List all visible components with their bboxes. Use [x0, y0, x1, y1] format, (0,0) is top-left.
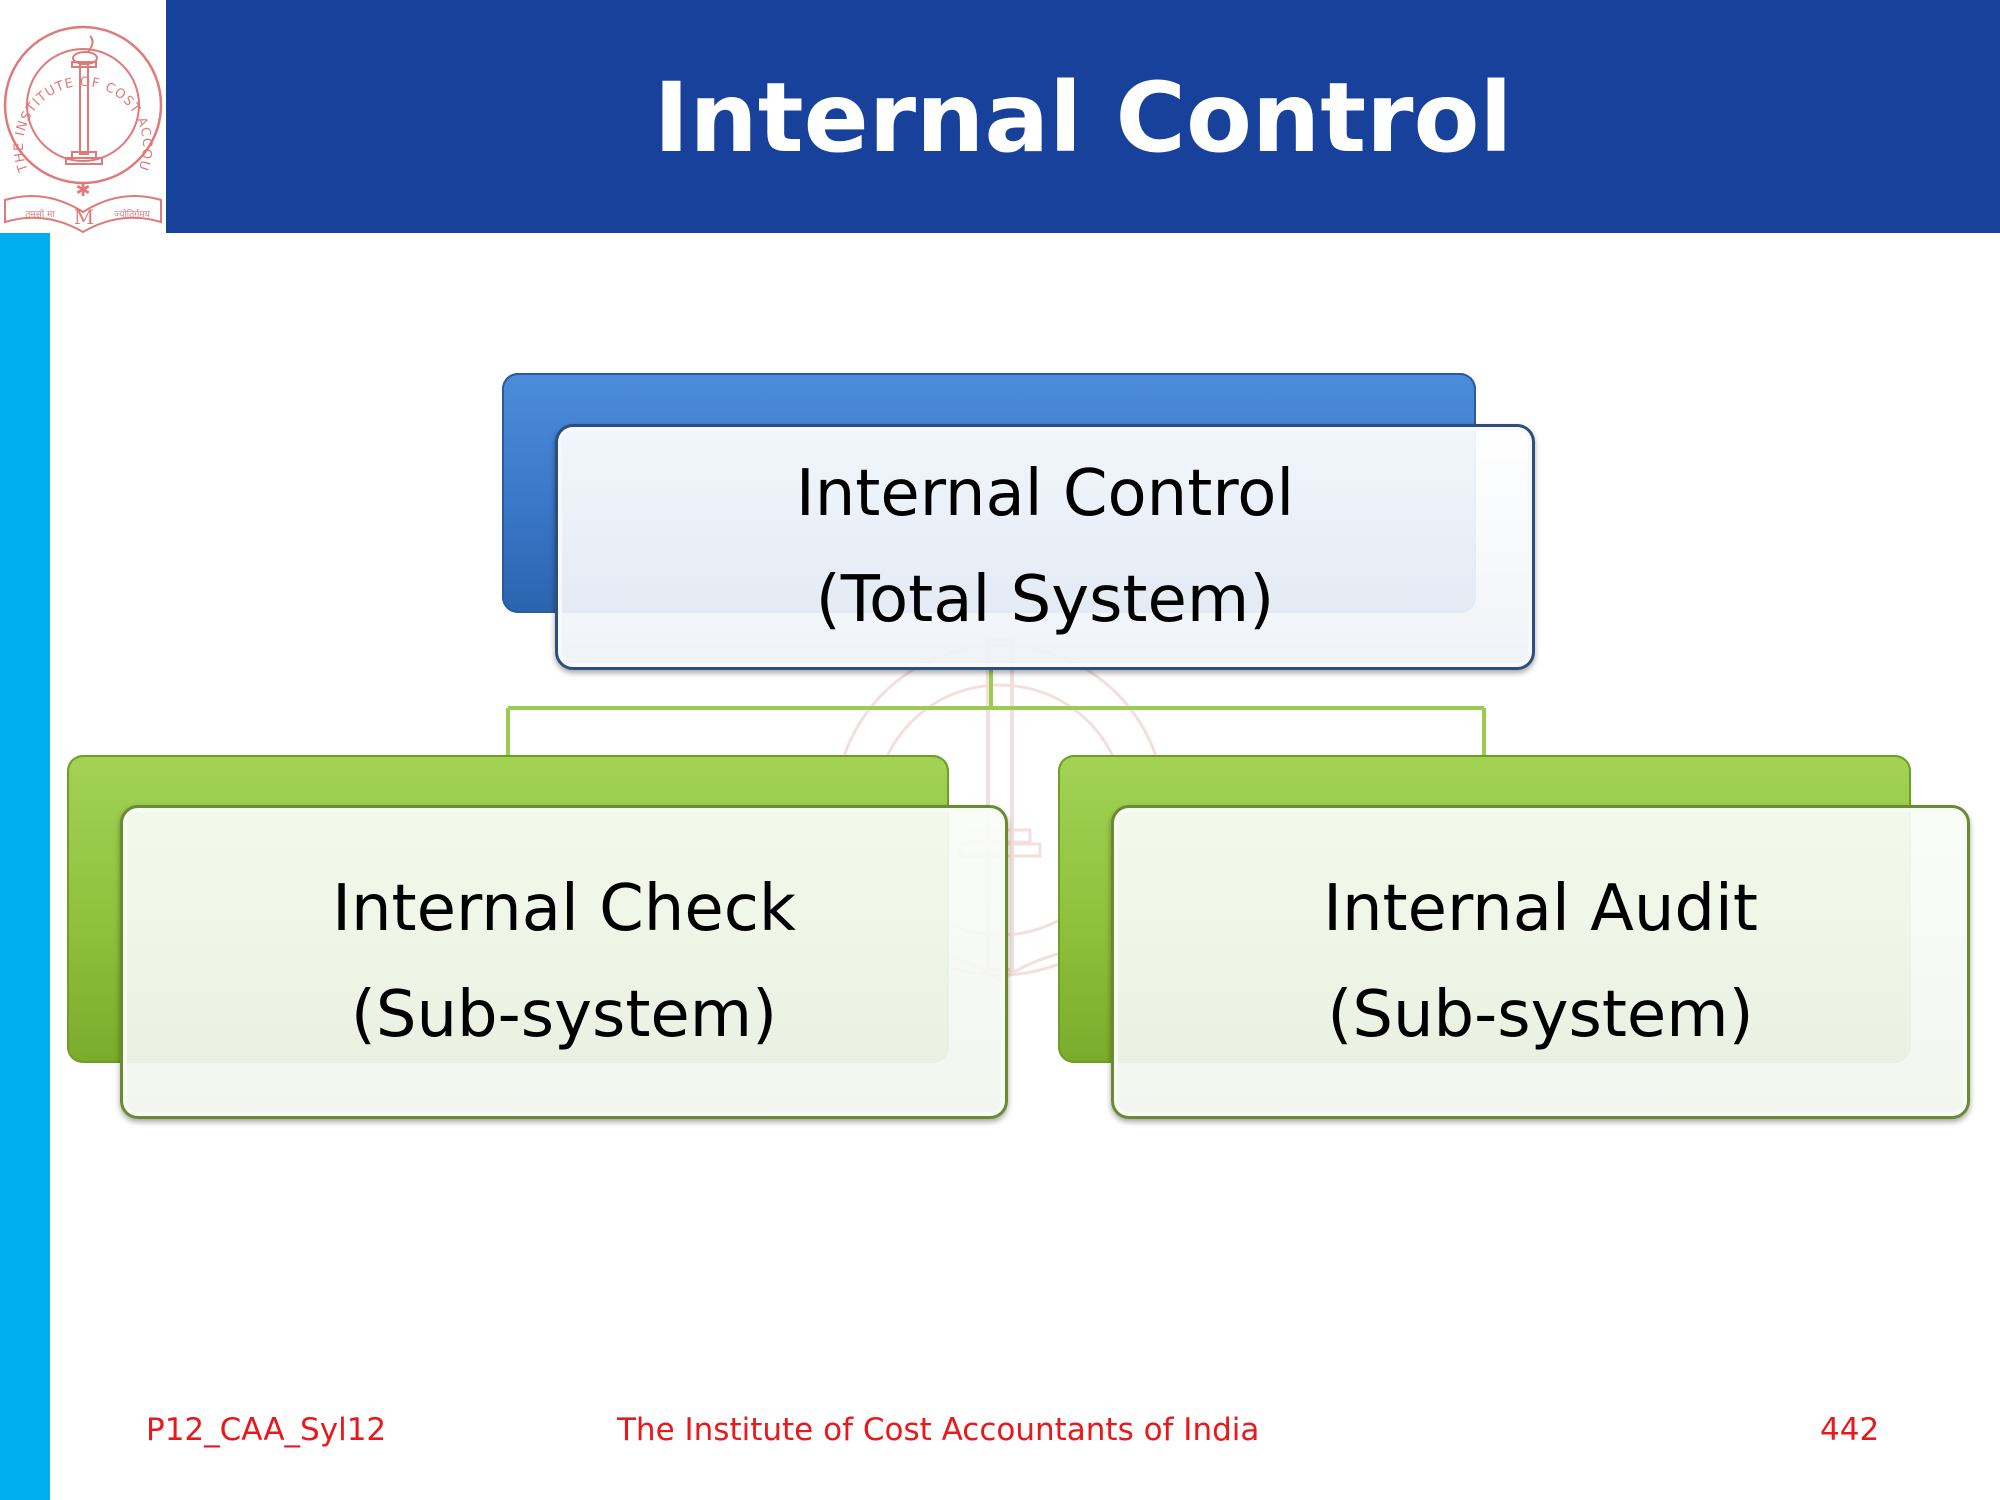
svg-text:M: M: [74, 205, 94, 229]
svg-text:✱: ✱: [75, 180, 90, 201]
logo-motto-right: ज्योतिर्गमय: [114, 208, 151, 220]
child-node-internal-audit: Internal Audit (Sub-system): [1111, 805, 1970, 1119]
logo-motto-left: तमसो मा: [25, 208, 55, 220]
footer-course-code: P12_CAA_Syl12: [146, 1412, 387, 1448]
logo-emblem-icon: THE INSTITUTE OF COST ACCOUNTANTS OF IND…: [0, 0, 163, 233]
institute-logo: THE INSTITUTE OF COST ACCOUNTANTS OF IND…: [0, 0, 166, 233]
left-accent-bar: [0, 233, 50, 1500]
child-node-subtitle: (Sub-system): [350, 978, 778, 1052]
footer-institute-name: The Institute of Cost Accountants of Ind…: [617, 1412, 1260, 1448]
root-node-title: Internal Control: [795, 457, 1295, 531]
title-banner: Internal Control: [166, 0, 2000, 233]
root-node-subtitle: (Total System): [815, 563, 1275, 637]
child-node-internal-check: Internal Check (Sub-system): [120, 805, 1008, 1119]
child-node-title: Internal Audit: [1323, 872, 1758, 946]
child-node-subtitle: (Sub-system): [1327, 978, 1754, 1052]
page-title: Internal Control: [653, 62, 1513, 174]
child-node-title: Internal Check: [332, 872, 796, 946]
root-node-internal-control: Internal Control (Total System): [555, 424, 1535, 670]
footer-page-number: 442: [1820, 1412, 1880, 1448]
hierarchy-connector: [506, 665, 1486, 760]
